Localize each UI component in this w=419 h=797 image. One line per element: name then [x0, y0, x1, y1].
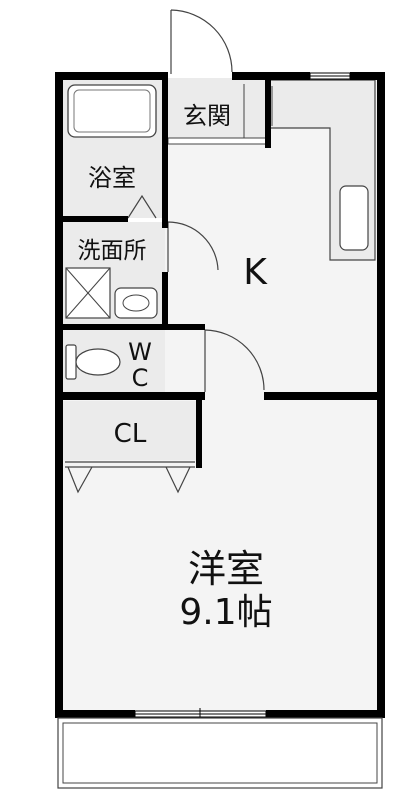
- bathtub: [67, 84, 157, 138]
- bath-door: [127, 194, 157, 219]
- toilet-bowl: [75, 348, 121, 376]
- entrance-floor: [165, 78, 268, 144]
- closet-label: CL: [114, 419, 147, 449]
- bath-label: 浴室: [88, 164, 136, 192]
- wash-basin: [114, 287, 158, 319]
- kitchen-label: K: [243, 252, 268, 293]
- washer-pan-diag: [65, 267, 111, 319]
- washroom-label: 洗面所: [78, 238, 147, 264]
- closet-door-right: [165, 466, 191, 494]
- bathtub-inner: [73, 89, 151, 133]
- toilet-tank: [65, 344, 77, 380]
- walls: [55, 72, 385, 718]
- entrance-door-swing: [170, 9, 233, 74]
- windows: [134, 72, 351, 720]
- western-room-label: 洋室: [188, 547, 264, 591]
- entrance-label: 玄関: [183, 102, 231, 130]
- balcony: [57, 717, 383, 789]
- wc-label-c: C: [132, 364, 149, 392]
- closet-door-left: [67, 466, 93, 494]
- balcony-inner: [62, 722, 378, 784]
- closet-floor: [63, 401, 198, 460]
- wc-label-w: W: [128, 338, 152, 366]
- wc-door-swing: [204, 329, 265, 392]
- washroom-door-swing: [167, 221, 219, 272]
- wash-basin-bowl: [122, 294, 150, 312]
- western-room-size: 9.1帖: [179, 592, 272, 633]
- kitchen-sink: [339, 185, 369, 251]
- entrance-step: [167, 137, 269, 145]
